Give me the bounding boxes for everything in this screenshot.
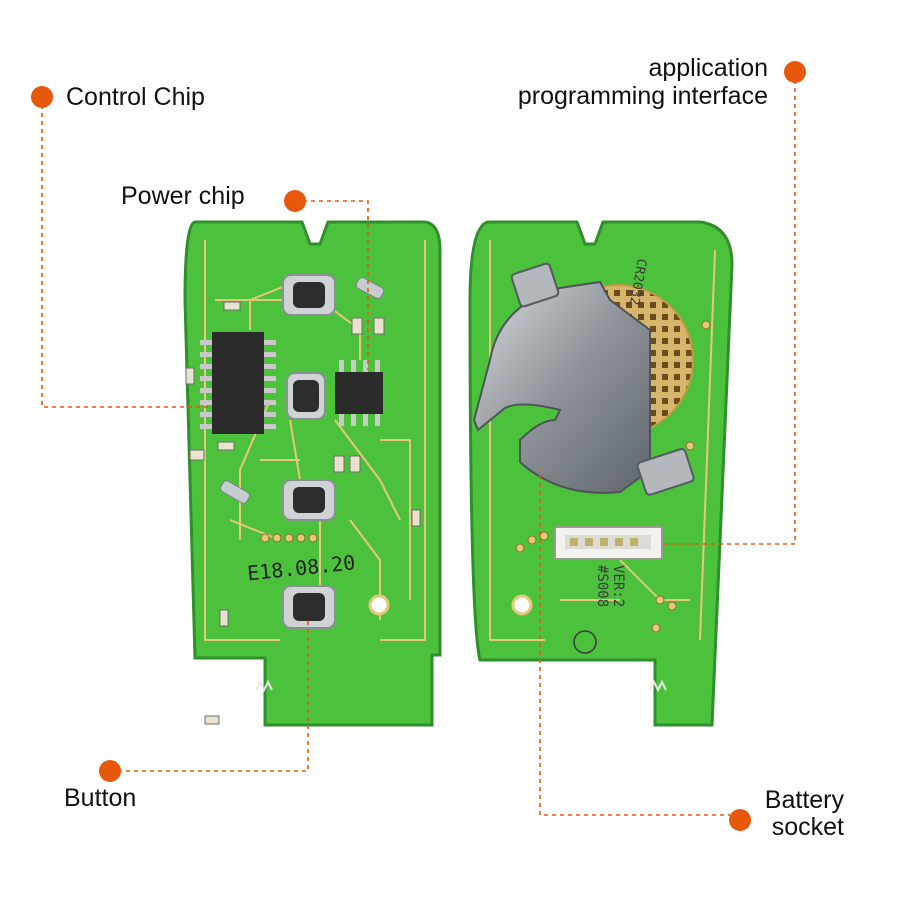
- dot-button: [99, 760, 121, 782]
- front-bottom-fingers: [255, 679, 273, 693]
- tactile-button-top: [282, 274, 336, 316]
- programming-connector: [554, 526, 663, 560]
- back-board: CR2032 #S008 VER:2: [468, 220, 734, 727]
- leader-button: [110, 620, 309, 772]
- battery-clip-tab-left: [510, 262, 560, 308]
- model-marking: #S008 VER:2: [594, 565, 626, 607]
- label-button: Button: [64, 784, 137, 812]
- dot-api: [784, 61, 806, 83]
- tactile-button-bottom: [282, 585, 336, 629]
- power-chip: [335, 360, 383, 426]
- test-points: [260, 533, 318, 543]
- tactile-buttons: [282, 274, 336, 629]
- tactile-button-middle: [286, 372, 326, 420]
- battery-clip-tab-right: [636, 448, 695, 496]
- leader-battery-socket: [539, 470, 740, 816]
- front-contact-pads: [219, 277, 385, 504]
- control-chip: [200, 332, 276, 434]
- leader-power-chip: [295, 200, 369, 370]
- model-line-1: #S008: [594, 565, 610, 607]
- dot-control-chip: [31, 86, 53, 108]
- dot-battery-socket: [729, 809, 751, 831]
- callout-dots: [31, 61, 806, 831]
- back-bottom-fingers: [649, 679, 667, 693]
- front-board: E18.08.20: [183, 220, 442, 727]
- callout-lines: [41, 72, 796, 816]
- label-control-chip: Control Chip: [66, 83, 205, 111]
- manufacturer-logo-icon: [573, 630, 597, 654]
- label-api-line-2: programming interface: [517, 82, 768, 110]
- front-smd-components: [185, 301, 421, 725]
- back-pads: [515, 320, 711, 633]
- back-mounting-hole: [511, 594, 533, 616]
- leader-api: [662, 72, 796, 545]
- label-power-chip: Power chip: [121, 182, 245, 210]
- label-battery-line-1: Battery: [764, 786, 844, 814]
- tactile-button-lower: [282, 479, 336, 521]
- dot-power-chip: [284, 190, 306, 212]
- label-battery-line-2: socket: [771, 813, 844, 841]
- label-api-line-1: application: [648, 54, 768, 82]
- model-line-2: VER:2: [610, 565, 626, 607]
- front-mounting-hole: [368, 594, 390, 616]
